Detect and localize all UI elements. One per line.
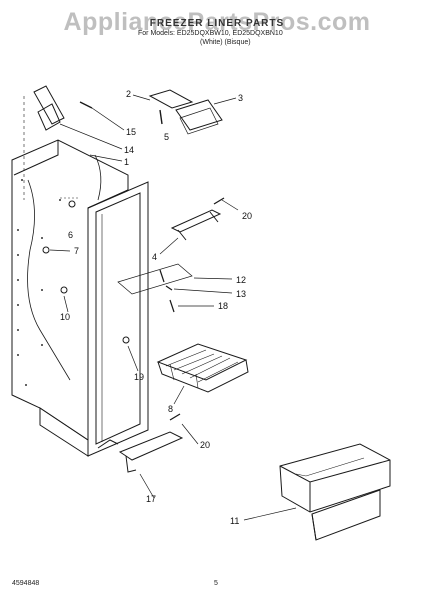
callout-label: 7 [74,246,79,256]
callout-label: 12 [236,275,246,285]
callout-label: 17 [146,494,156,504]
callout-label: 18 [218,301,228,311]
callout-label: 5 [164,132,169,142]
models-line: For Models: ED25DQXBW10, ED25DQXBN10 [138,30,283,37]
callout-label: 19 [134,372,144,382]
watermark: AppliancePartsPros.com [63,8,371,36]
callout-label: 10 [60,312,70,322]
callout-label: 13 [236,289,246,299]
callout-label: 15 [126,127,136,137]
callout-label: 2 [126,89,131,99]
callout-label: 3 [238,93,243,103]
callout-label: 11 [230,516,239,526]
callout-label: 4 [152,252,157,262]
callout-label: 6 [68,230,73,240]
callout-label: 20 [200,440,210,450]
doc-number: 4594848 [12,580,40,587]
colors-line: (White) (Bisque) [200,39,251,46]
callout-label: 1 [124,157,129,167]
callout-label: 20 [242,211,252,221]
page-title: FREEZER LINER PARTS [149,18,285,29]
page-number: 5 [214,580,218,587]
callout-label: 8 [168,404,173,414]
callout-label: 14 [124,145,134,155]
